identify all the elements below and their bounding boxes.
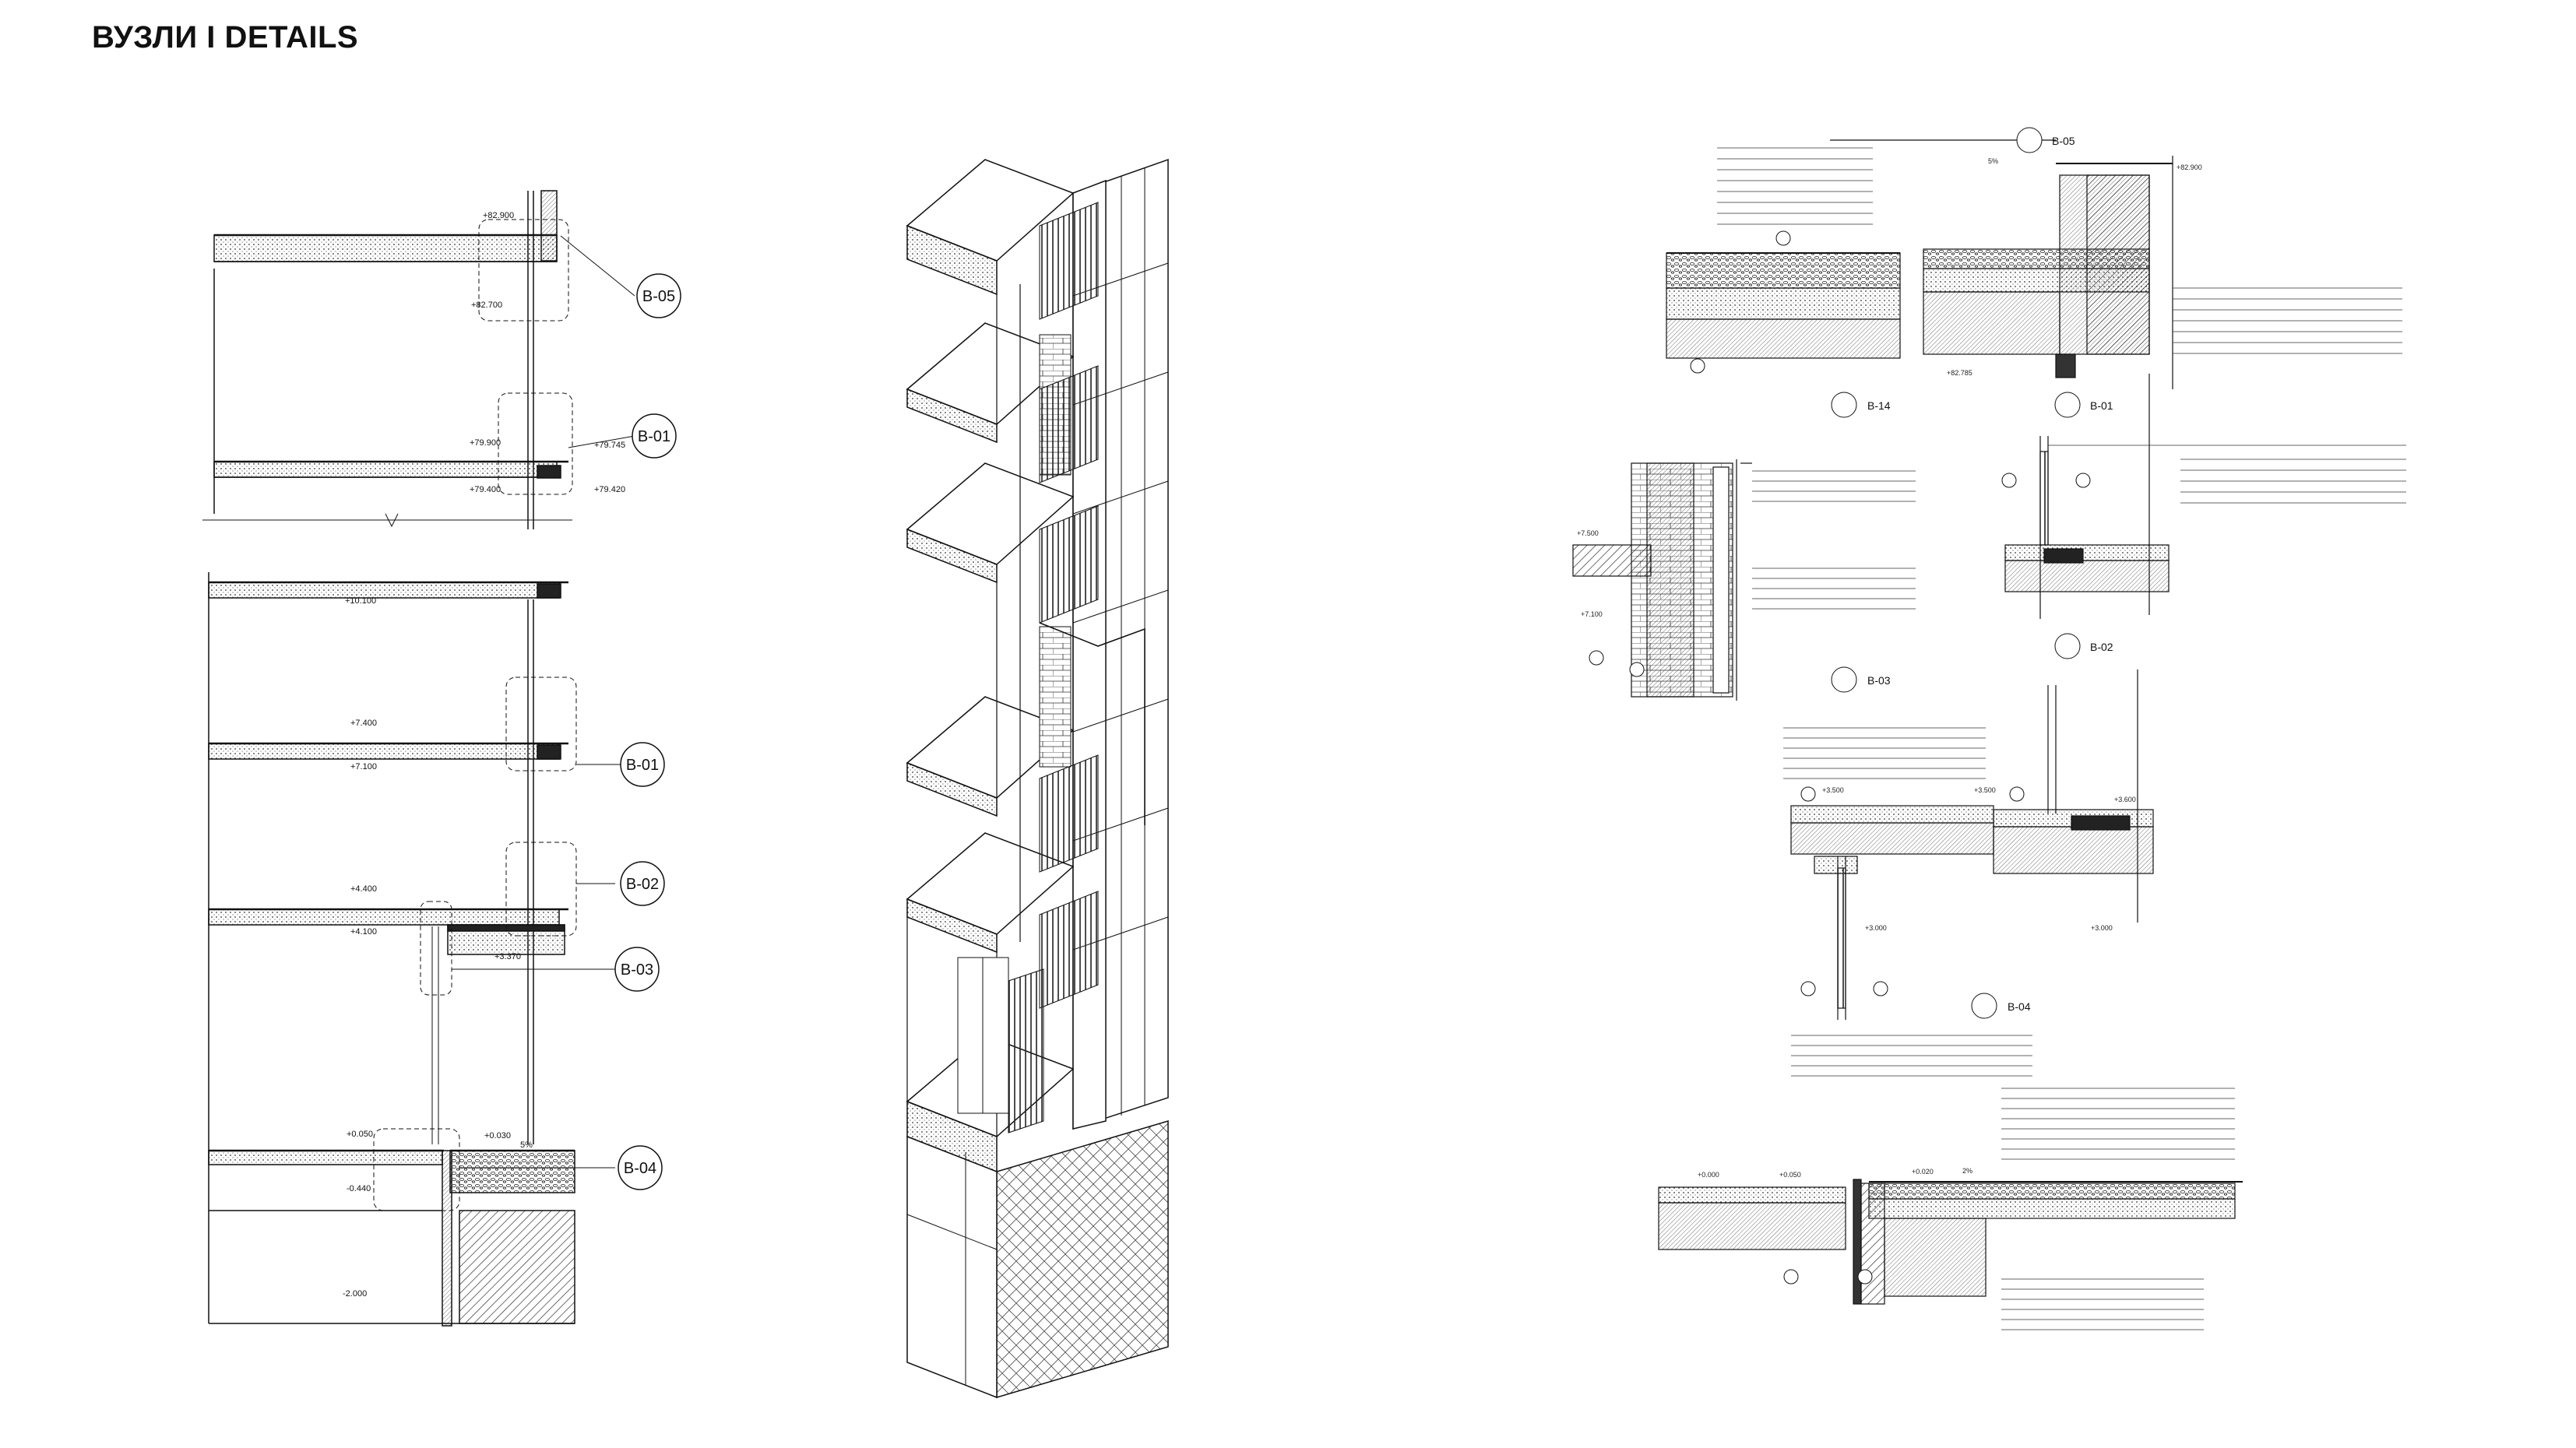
- level-label: +7.100: [350, 762, 377, 771]
- level-label: +10.100: [345, 596, 376, 606]
- slope-label: 5%: [520, 1140, 533, 1150]
- detail-v05: [1666, 139, 2173, 389]
- level-label: +82.700: [471, 300, 502, 310]
- bubble-label: В-05: [642, 288, 675, 305]
- level-label: +3.370: [494, 952, 521, 961]
- level-label: +0.050: [347, 1130, 373, 1139]
- level-label: +3.000: [1865, 924, 1887, 932]
- level-label: +3.000: [2091, 924, 2113, 932]
- detail-v05-notes: [1717, 147, 2402, 354]
- detail-reference-circles: [1589, 127, 2091, 1285]
- level-label: +0.050: [1779, 1171, 1801, 1179]
- detail-title: В-14: [1867, 399, 1891, 412]
- detail-title: В-01: [2090, 399, 2113, 412]
- detail-titles: В-05 В-14 В-01 В-03 В-02 В-04: [1867, 135, 2113, 1013]
- bubble-label: В-01: [626, 757, 659, 774]
- page-title: ВУЗЛИ I DETAILS: [92, 20, 359, 54]
- level-label: +3.500: [1822, 786, 1844, 794]
- level-label: +3.500: [1974, 786, 1996, 794]
- level-label: -2.000: [343, 1289, 367, 1299]
- section-lower: [208, 572, 623, 1327]
- level-label: +4.100: [350, 927, 377, 937]
- bubble-label: В-02: [626, 876, 659, 893]
- detail-v03: [1783, 727, 1994, 1020]
- bubble-label: В-03: [621, 961, 653, 979]
- level-label: -0.440: [347, 1184, 371, 1193]
- detail-title: В-04: [2008, 1000, 2031, 1013]
- detail-v04: [1658, 1035, 2243, 1330]
- detail-title: В-05: [2052, 135, 2075, 147]
- level-label: +82.900: [2177, 163, 2202, 171]
- detail-title: В-02: [2090, 641, 2113, 653]
- axonometric-view: [906, 158, 1169, 1399]
- details-area: В-05 В-14 В-01 В-03 В-02 В-04 +82.900 +8…: [1572, 127, 2406, 1330]
- detail-v01: [2004, 374, 2406, 619]
- detail-v14: [1572, 459, 1916, 701]
- axo-slats: [1008, 202, 1099, 1133]
- level-label: +79.420: [594, 485, 625, 494]
- slope-label: 2%: [1962, 1167, 1972, 1175]
- level-label: +7.500: [1577, 529, 1599, 537]
- level-label: +7.100: [1581, 610, 1603, 618]
- level-label: +82.785: [1947, 369, 1972, 377]
- detail-v02: [1993, 670, 2154, 923]
- level-label: +0.000: [1698, 1171, 1719, 1179]
- level-label: +79.900: [470, 438, 501, 448]
- section-upper: [202, 190, 635, 529]
- detail-bubble-labels: В-05 В-01 В-01 В-02 В-03 В-04: [621, 288, 675, 1177]
- bubble-label: В-01: [638, 428, 670, 445]
- building-section: +82.900 +82.700 +79.900 +79.400 +79.745 …: [202, 190, 681, 1327]
- detail-bubbles: [614, 273, 681, 1190]
- level-label: +7.400: [350, 719, 377, 728]
- level-label: +3.600: [2114, 796, 2136, 803]
- bubble-label: В-04: [624, 1160, 656, 1177]
- level-label: +82.900: [483, 211, 514, 220]
- detail-title: В-03: [1867, 674, 1891, 687]
- detail-levels: +82.900 +82.785 +7.500 +7.100 +3.500 +3.…: [1577, 157, 2202, 1179]
- slope-label: 5%: [1988, 157, 1998, 165]
- level-labels: +82.900 +82.700 +79.900 +79.400 +79.745 …: [343, 211, 625, 1299]
- level-label: +0.030: [484, 1131, 511, 1140]
- level-label: +79.400: [470, 485, 501, 494]
- level-label: +4.400: [350, 884, 377, 894]
- level-label: +79.745: [594, 441, 625, 450]
- level-label: +0.020: [1912, 1168, 1934, 1176]
